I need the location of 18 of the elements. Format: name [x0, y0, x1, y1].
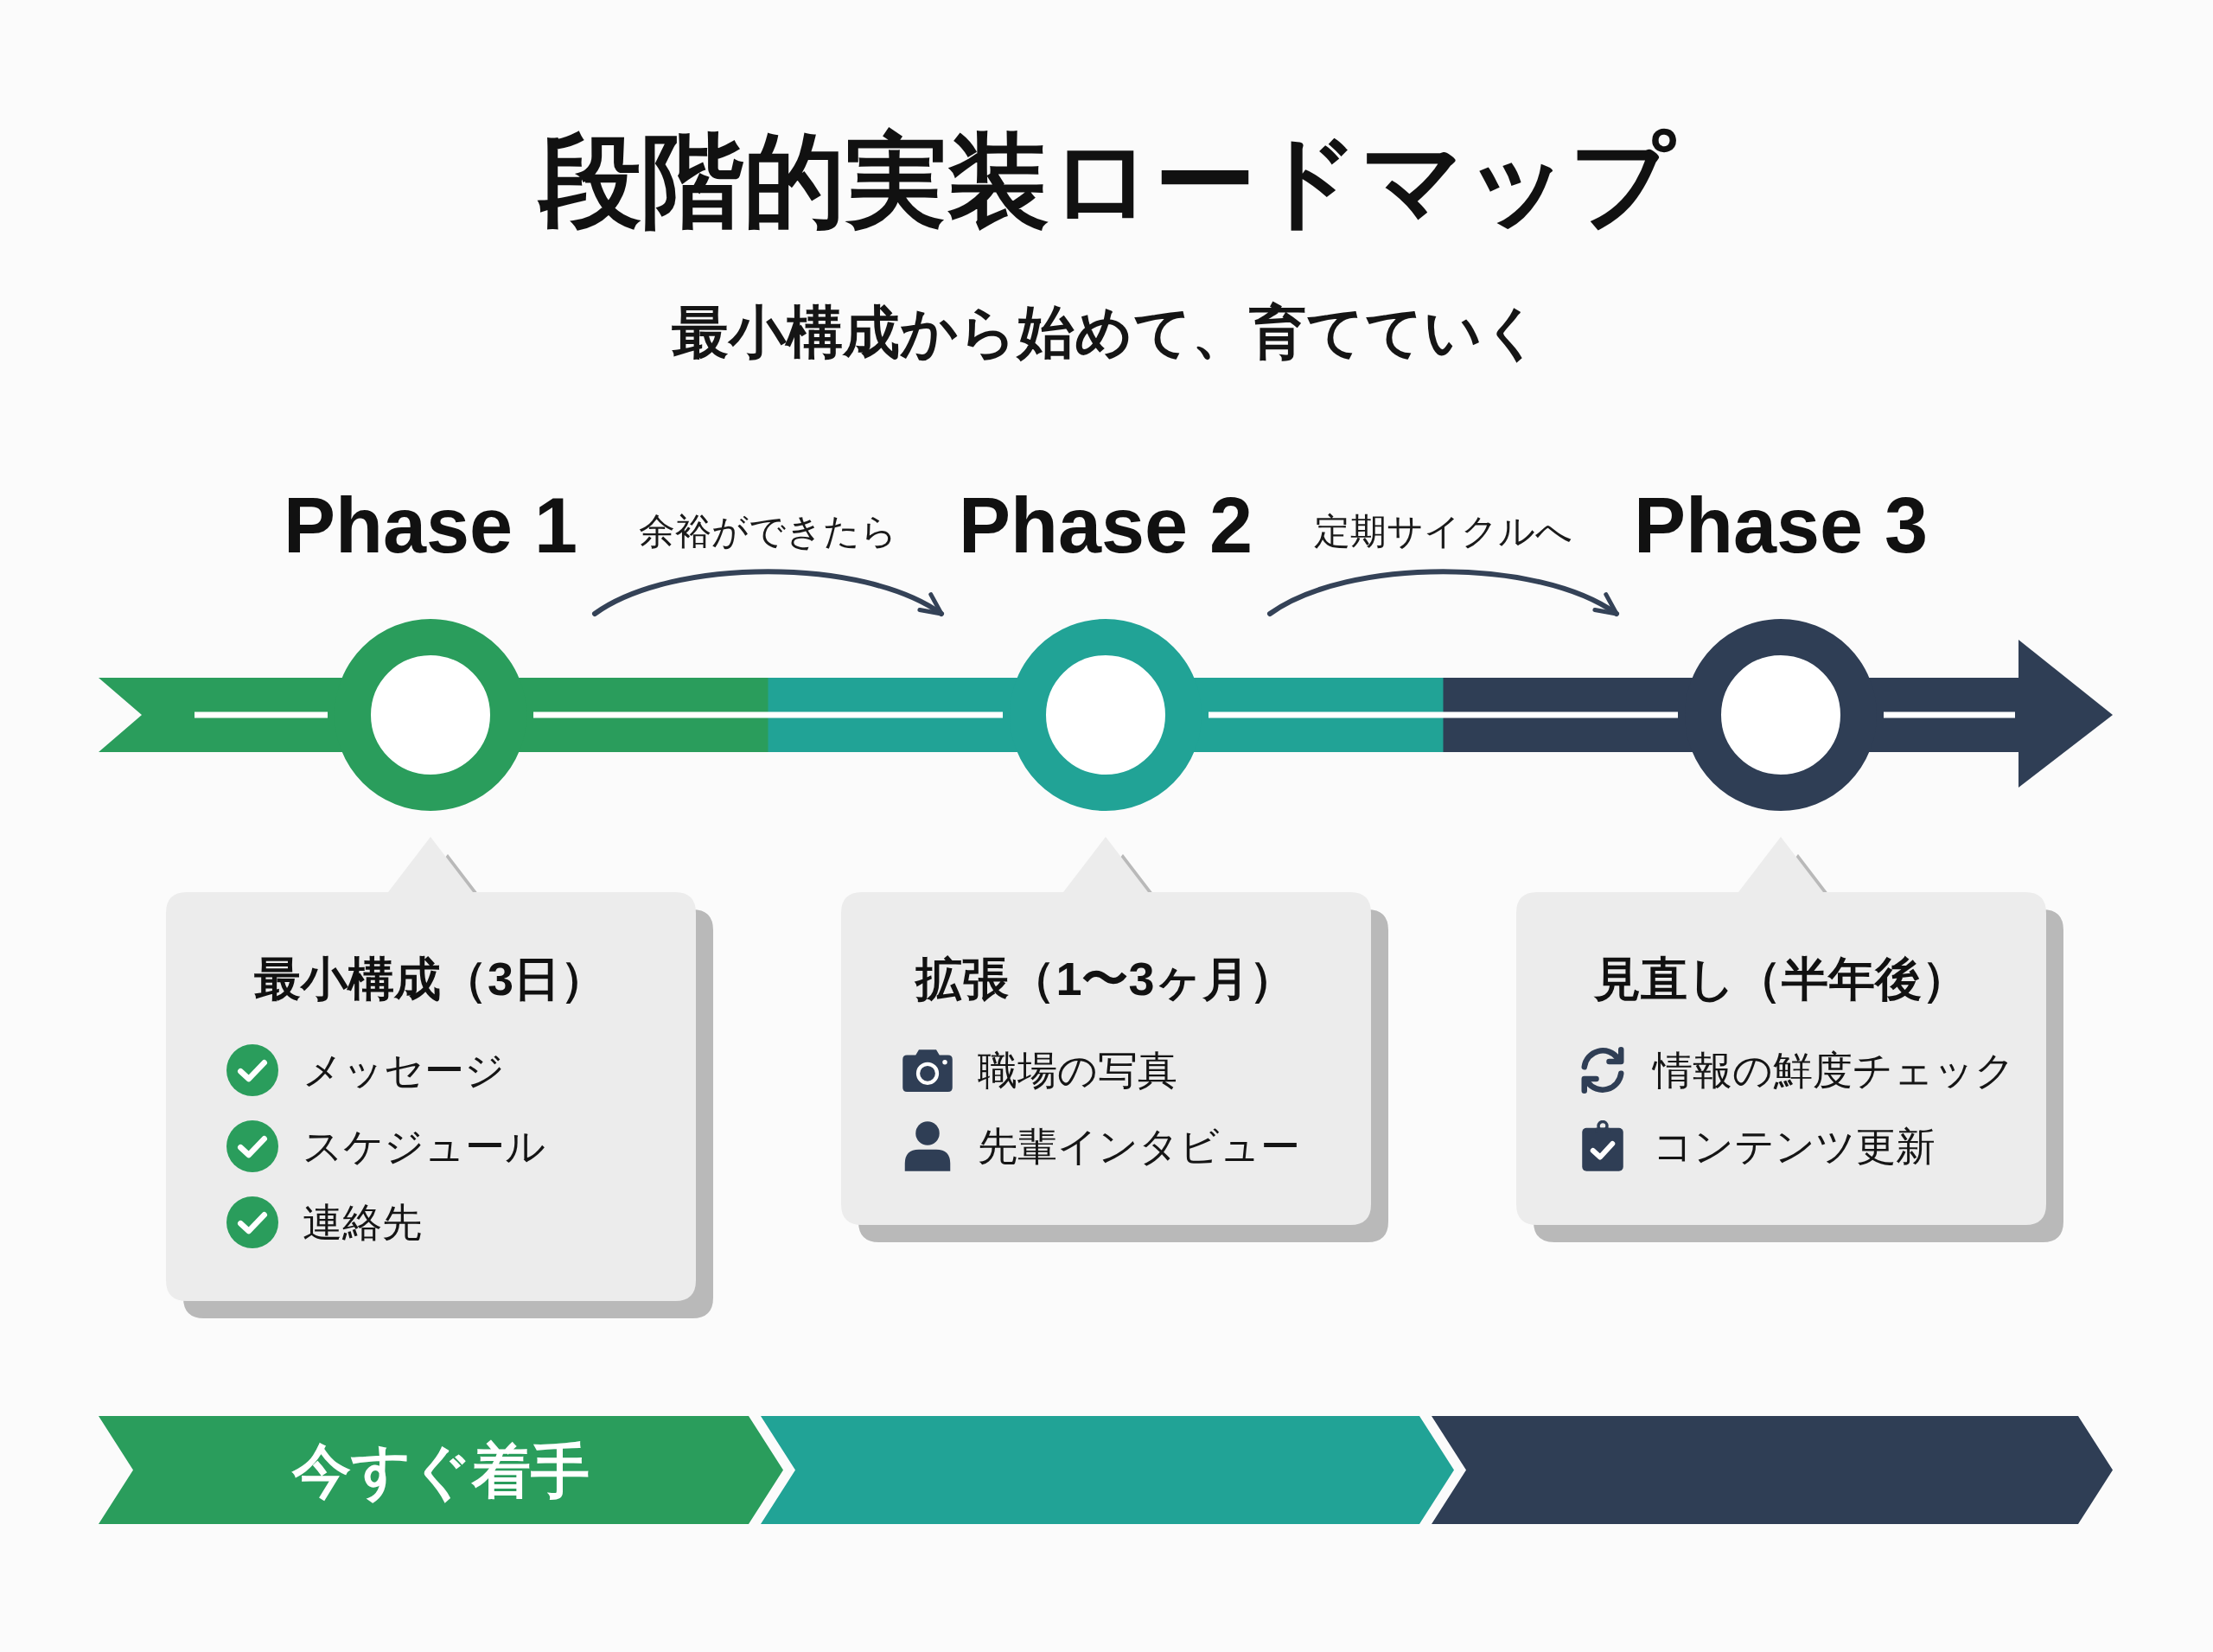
- list-item: 職場の写真: [978, 1047, 1177, 1094]
- phase-heading: Phase 2: [958, 482, 1253, 569]
- card-heading: 拡張（1〜3ヶ月）: [915, 952, 1296, 1006]
- list-item: メッセージ: [303, 1047, 505, 1094]
- list-item: 情報の鮮度チェック: [1653, 1047, 2015, 1094]
- list-item: スケジュール: [303, 1123, 545, 1170]
- list-item: コンテンツ更新: [1653, 1123, 1936, 1170]
- title: 段階的実装ロードマップ: [539, 123, 1674, 239]
- phase-heading: Phase 3: [1633, 482, 1929, 569]
- curved-arrow: [592, 569, 944, 616]
- subtitle: 最小構成から始めて、育てていく: [672, 299, 1541, 366]
- list-item: 先輩インタビュー: [978, 1123, 1300, 1170]
- phase-heading: Phase 1: [283, 482, 578, 569]
- list-item: 連絡先: [303, 1199, 422, 1247]
- card-heading: 最小構成（3日）: [254, 952, 607, 1006]
- curved-arrow: [1267, 569, 1619, 616]
- card-heading: 見直し（半年後）: [1593, 952, 1968, 1006]
- banner-label: 今すぐ着手: [292, 1436, 590, 1505]
